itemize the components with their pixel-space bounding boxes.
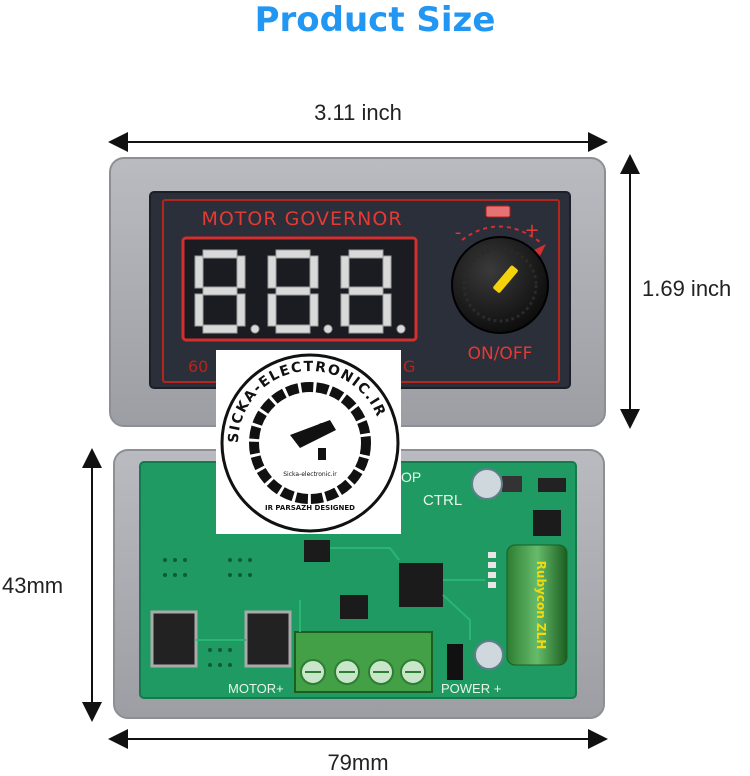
hidden-left-label: 60 bbox=[188, 357, 208, 376]
top-width-label: 3.11 inch bbox=[314, 100, 402, 125]
mosfet-q1-icon bbox=[150, 610, 198, 668]
left-height-label: 43mm bbox=[2, 573, 64, 598]
bottom-width-label: 79mm bbox=[327, 750, 389, 775]
switch-label: ON/OFF bbox=[468, 344, 533, 364]
power-label: POWER + bbox=[441, 681, 501, 696]
mosfet-q2-icon bbox=[244, 610, 292, 668]
ctrl-label: CTRL bbox=[423, 492, 462, 509]
watermark-seal-logo: SICKA-ELECTRONIC.IR IR PARSAZH DESIGNED … bbox=[216, 350, 401, 534]
page-title: Product Size bbox=[254, 0, 496, 40]
screw-terminal-block bbox=[294, 631, 433, 693]
watermark-bottom-text: IR PARSAZH DESIGNED bbox=[265, 504, 355, 512]
ic-chip-icon bbox=[399, 563, 443, 607]
op-label: OP bbox=[401, 469, 421, 485]
minus-sign-text: - bbox=[455, 222, 462, 243]
plus-sign-text: + bbox=[524, 220, 539, 241]
display-digits-icon bbox=[194, 249, 406, 334]
speed-arc-icon bbox=[461, 225, 541, 243]
motor-label: MOTOR+ bbox=[228, 681, 284, 696]
watermark-center-text: Sicka-electronic.ir bbox=[283, 471, 337, 478]
status-led-icon bbox=[485, 205, 511, 218]
panel-label: MOTOR GOVERNOR bbox=[201, 208, 402, 230]
right-height-label: 1.69 inch bbox=[642, 276, 732, 301]
electrolytic-capacitor-icon bbox=[506, 544, 568, 666]
capacitor-text: Rubycon ZLH bbox=[534, 561, 548, 650]
small-capacitor-icon bbox=[471, 468, 503, 500]
hidden-right-label: G bbox=[403, 357, 415, 376]
